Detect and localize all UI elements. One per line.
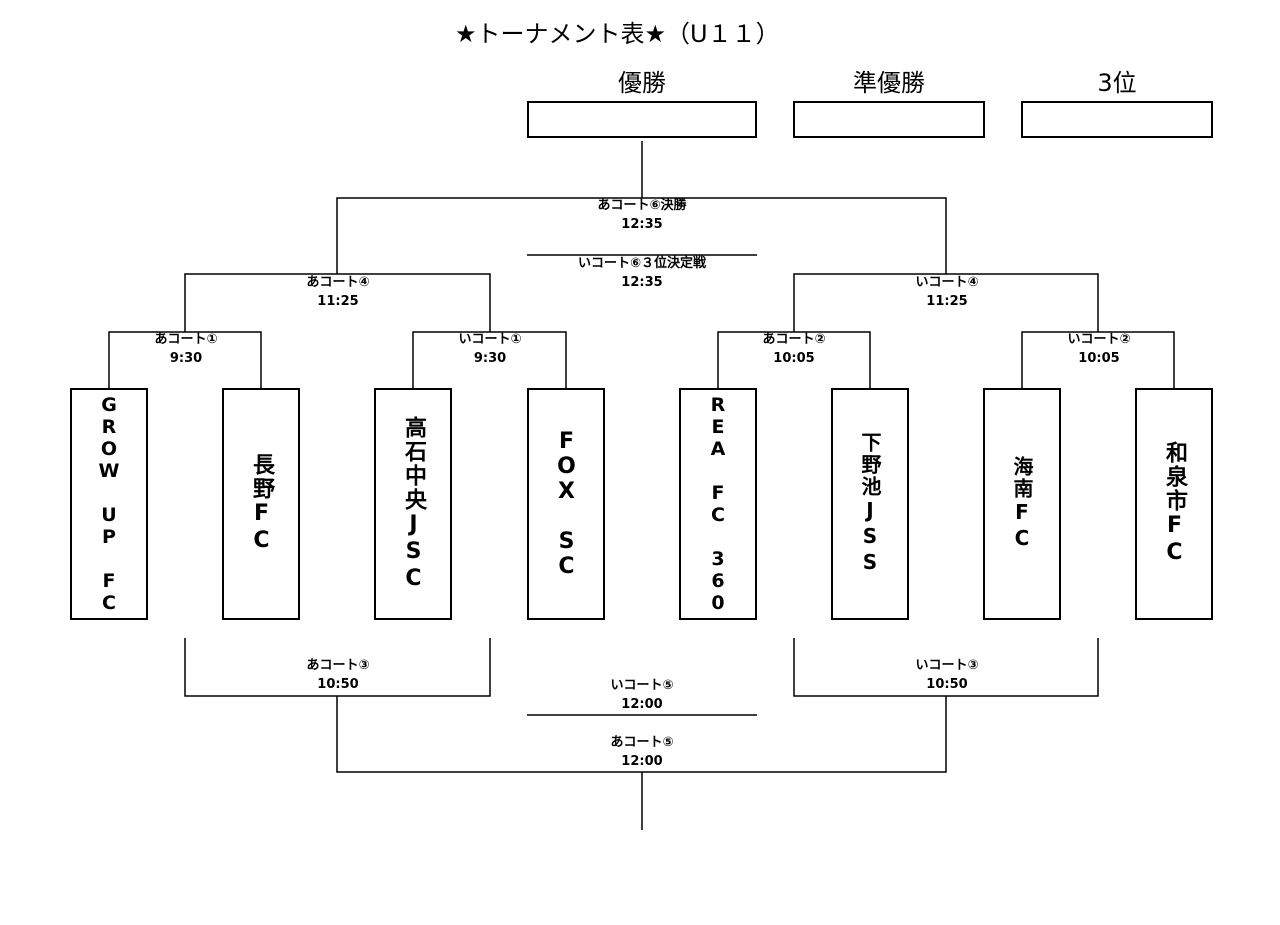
match-court: いコート⑤ [610,678,674,693]
match-court: あコート③ [306,658,370,673]
match-label-m4: いコート② 10:05 [999,330,1199,368]
match-court: あコート② [762,332,826,347]
team-box-2[interactable]: 長野FC [222,388,300,620]
match-label-b3: いコート⑤ 12:00 [542,676,742,714]
winner-label: 優勝 [618,69,666,97]
runner-up-label: 準優勝 [853,69,925,97]
match-time: 9:30 [169,351,203,366]
team-box-5[interactable]: REA FC 360 [679,388,757,620]
match-label-final: あコート⑥決勝 12:35 [542,196,742,234]
match-time: 12:35 [621,217,663,232]
team-name: 海南FC [1010,456,1034,552]
third-place-label: 3位 [1097,69,1137,97]
match-court: あコート⑥決勝 [597,198,687,213]
match-time: 11:25 [317,294,359,309]
team-name: 高石中央JSC [401,415,426,593]
team-name: GROW UP FC [98,394,120,614]
match-time: 12:35 [621,275,663,290]
match-time: 9:30 [473,351,507,366]
match-time: 10:50 [317,677,359,692]
team-box-8[interactable]: 和泉市FC [1135,388,1213,620]
match-label-m3: あコート② 10:05 [694,330,894,368]
team-box-6[interactable]: 下野池JSS [831,388,909,620]
team-name: 下野池JSS [858,432,882,576]
match-time: 12:00 [621,697,663,712]
match-time: 11:25 [926,294,968,309]
match-label-b4: あコート⑤ 12:00 [542,733,742,771]
match-label-m5: あコート④ 11:25 [238,273,438,311]
match-court: いコート③ [915,658,979,673]
team-box-4[interactable]: FOX SC [527,388,605,620]
match-label-m6: いコート④ 11:25 [847,273,1047,311]
team-name: 長野FC [249,453,274,555]
team-name: REA FC 360 [707,394,729,614]
page-title: ★トーナメント表★（U１１） [455,20,780,48]
match-court: いコート② [1067,332,1131,347]
match-time: 10:05 [1078,351,1120,366]
team-name: FOX SC [554,429,579,579]
match-label-m1: あコート① 9:30 [86,330,286,368]
match-court: いコート① [458,332,522,347]
team-box-7[interactable]: 海南FC [983,388,1061,620]
team-box-1[interactable]: GROW UP FC [70,388,148,620]
match-label-m2: いコート① 9:30 [390,330,590,368]
match-court: あコート④ [306,275,370,290]
match-court: あコート⑤ [610,735,674,750]
match-court: いコート④ [915,275,979,290]
match-time: 10:50 [926,677,968,692]
match-time: 12:00 [621,754,663,769]
third-place-box[interactable] [1021,101,1213,138]
match-label-b1: あコート③ 10:50 [238,656,438,694]
match-court: いコート⑥３位決定戦 [577,256,706,271]
match-time: 10:05 [773,351,815,366]
team-name: 和泉市FC [1162,441,1187,567]
match-label-third-place: いコート⑥３位決定戦 12:35 [542,254,742,292]
winner-box[interactable] [527,101,757,138]
match-label-b2: いコート③ 10:50 [847,656,1047,694]
runner-up-box[interactable] [793,101,985,138]
match-court: あコート① [154,332,218,347]
team-box-3[interactable]: 高石中央JSC [374,388,452,620]
